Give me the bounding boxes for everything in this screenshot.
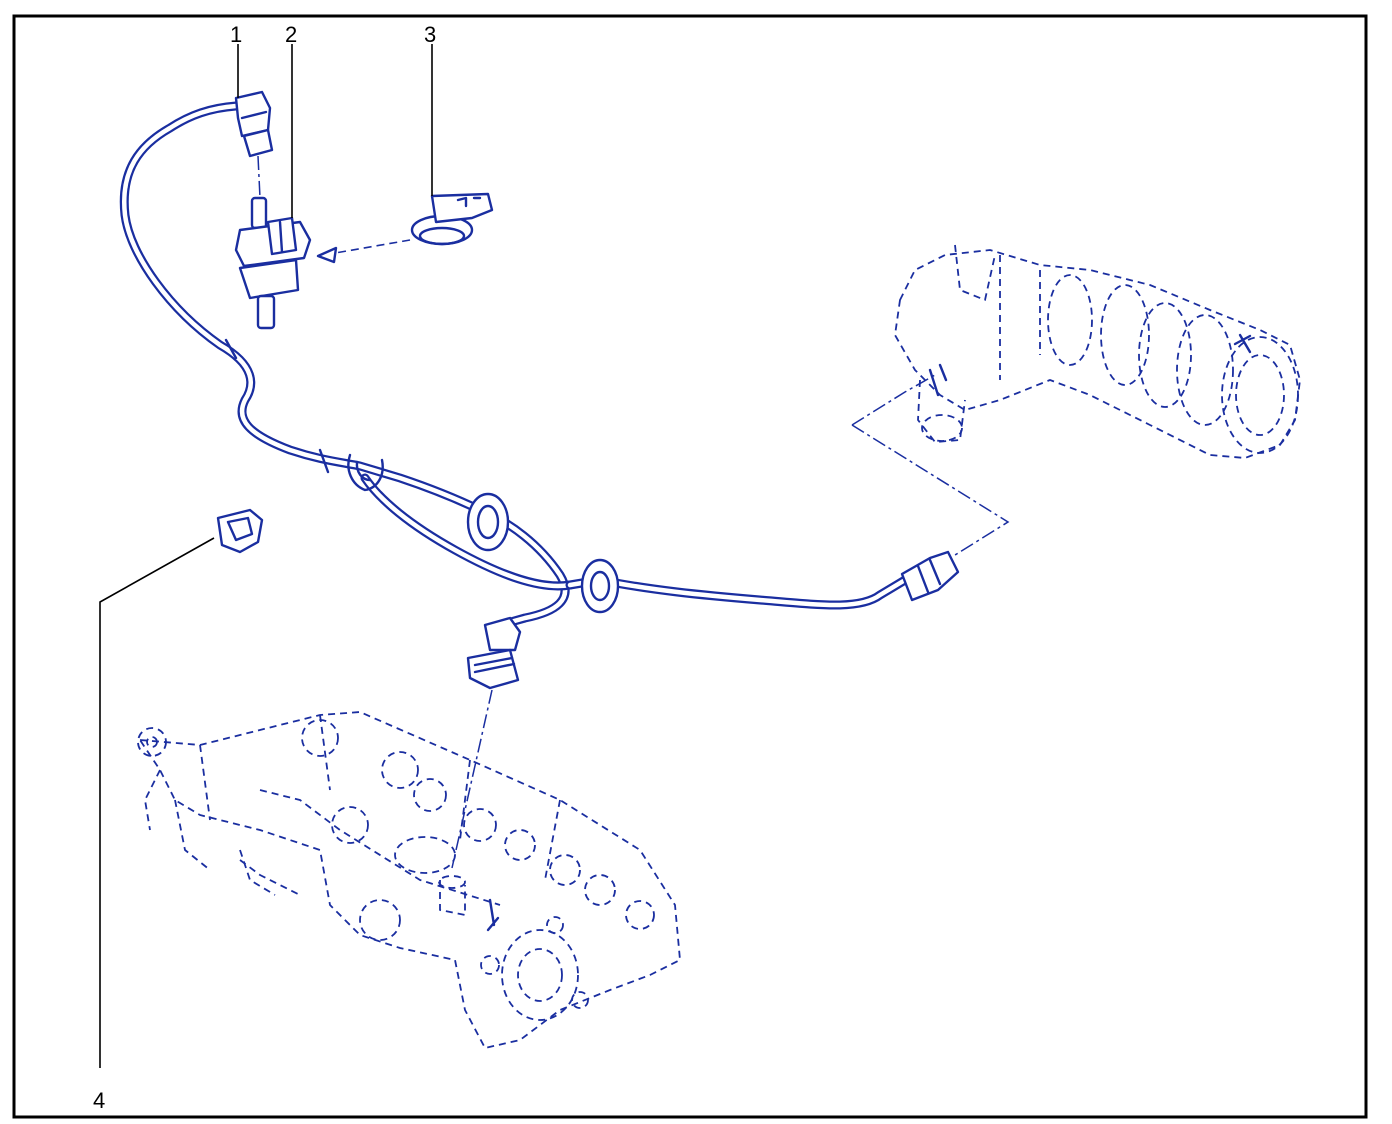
callout-3: 3: [424, 22, 436, 47]
intake-manifold-ghost: [137, 711, 681, 1049]
part-4-clip: [216, 508, 264, 554]
leader-lines: [99, 44, 433, 1068]
part-3-bracket: [316, 192, 494, 264]
check-valve-lower: [580, 558, 620, 614]
hose-clip: [347, 453, 384, 492]
assembly-lines: [451, 374, 1010, 869]
throttle-body-ghost: [894, 244, 1301, 459]
check-valve-upper: [466, 492, 510, 552]
manifold-connector: [466, 616, 522, 690]
callout-4: 4: [93, 1088, 105, 1113]
diagram-frame: [12, 14, 1368, 1119]
callout-2: 2: [285, 22, 297, 47]
throttle-body-connector: [900, 550, 960, 602]
part-1-elbow-connector: [234, 90, 274, 199]
vacuum-hose-assembly: [119, 101, 960, 690]
callout-1: 1: [230, 22, 242, 47]
part-2-purge-valve: [234, 196, 312, 330]
